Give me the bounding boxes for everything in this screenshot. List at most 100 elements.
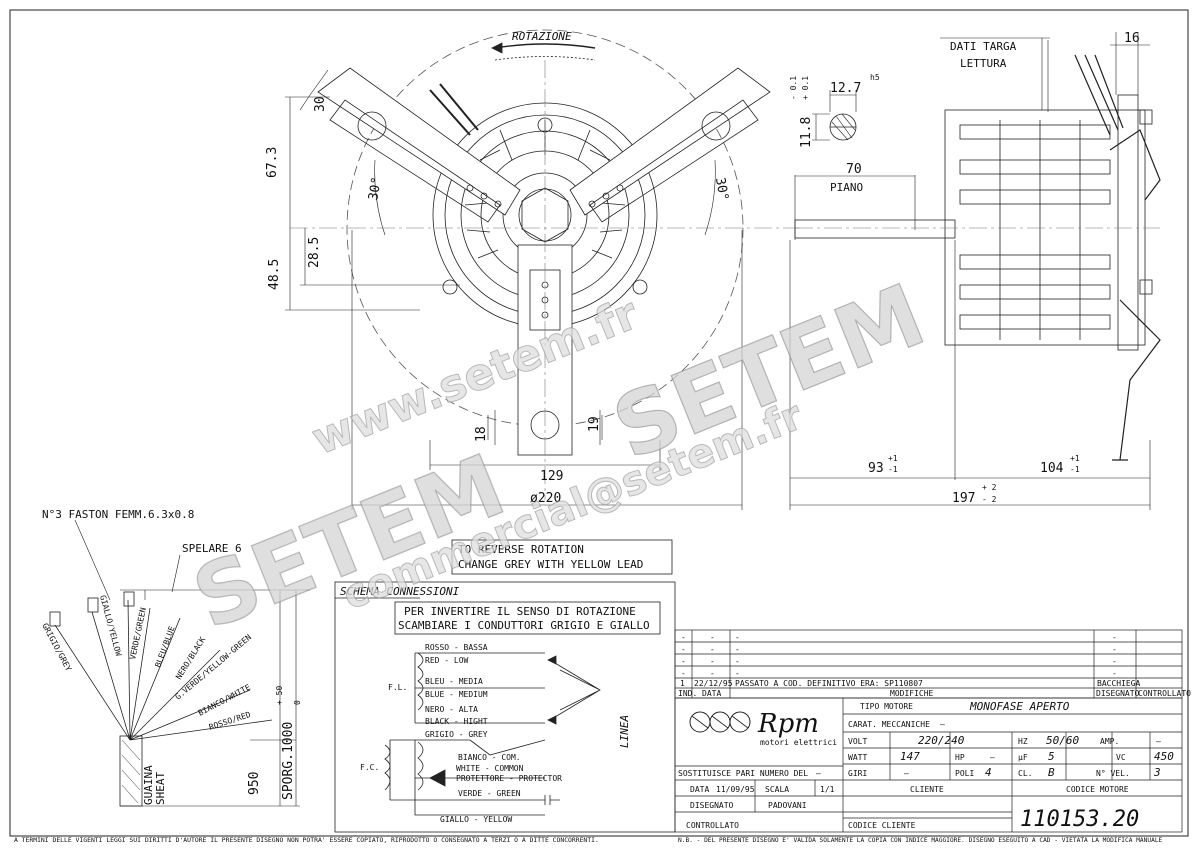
reverse-note: TO REVERSE ROTATION CHANGE GREY WITH YEL… xyxy=(451,539,673,575)
hz-value: 50/60 xyxy=(1046,734,1079,747)
hp-value: — xyxy=(990,753,995,762)
rev-row4-dis: - xyxy=(1112,669,1117,678)
rev-header-disegnato: DISEGNATO xyxy=(1096,689,1140,698)
wire-label-yellow: GIALLO/YELLOW xyxy=(98,594,123,657)
dim-197-tol-plus: + 2 xyxy=(982,483,997,492)
dim-197: 197 xyxy=(952,491,975,506)
scala-label: SCALA xyxy=(765,785,789,794)
hp-label: HP xyxy=(955,753,965,762)
watt-label: WATT xyxy=(848,753,867,762)
rotation-arrow xyxy=(494,43,596,49)
logo-subtitle: motori elettrici xyxy=(760,738,837,747)
side-view-labels: DATI TARGA LETTURA 16 93 +1 -1 104 +1 -1… xyxy=(868,31,1140,506)
dim-19: 19 xyxy=(587,416,602,432)
schema-note-line2: SCAMBIARE I CONDUTTORI GRIGIO E GIALLO xyxy=(398,619,650,632)
rev-row1-dis: - xyxy=(1112,633,1117,642)
cl-value: B xyxy=(1048,766,1055,779)
bracket-right xyxy=(569,67,771,223)
front-view-labels: ROTAZIONE 30 67.3 28.5 48.5 30° 30° 18 1… xyxy=(265,30,731,506)
dim-950: 950 xyxy=(247,772,262,795)
data-label: DATA xyxy=(690,785,709,794)
tipo-motore-label: TIPO MOTORE xyxy=(860,702,913,711)
rev-row4-desc: - xyxy=(735,669,740,678)
rev-row3-dis: - xyxy=(1112,657,1117,666)
sheet-border xyxy=(9,9,1189,837)
amp-label: AMP. xyxy=(1100,737,1119,746)
rev-row1-num: - xyxy=(681,633,686,642)
guaina-label: GUAINA xyxy=(142,765,155,805)
volt-value: 220/240 xyxy=(918,734,965,747)
bolt-left xyxy=(442,279,458,295)
giri-label: GIRI xyxy=(848,769,867,778)
schema-lines xyxy=(384,652,601,816)
schema-note-line1: PER INVERTIRE IL SENSO DI ROTAZIONE xyxy=(404,605,636,618)
rev-row3-desc: - xyxy=(735,657,740,666)
wire-fan xyxy=(54,599,273,741)
footer-copyright: A TERMINI DELLE VIGENTI LEGGI SUI DIRITT… xyxy=(14,836,599,844)
shaft-tol-minus: - 0.1 xyxy=(789,76,798,100)
schema-wire-white-en: WHITE - COMMON xyxy=(456,764,524,773)
sostituisce-value: — xyxy=(816,769,821,778)
watt-value: 147 xyxy=(900,750,920,763)
rev-header-ind: IND. xyxy=(678,689,697,698)
disegnato-value: PADOVANI xyxy=(768,801,807,810)
dim-93-tol-plus: +1 xyxy=(888,454,898,463)
schema-wire-blue-it: BLEU - MEDIA xyxy=(425,677,483,686)
dim-18: 18 xyxy=(474,426,489,442)
data-value: 11/09/95 xyxy=(716,785,755,794)
footer-note: N.B. - DEL PRESENTE DISEGNO E' VALIDA SO… xyxy=(678,837,1163,844)
dati-targa-label: DATI TARGA xyxy=(950,40,1017,53)
rev-row3-date: - xyxy=(710,657,715,666)
bolt-right xyxy=(632,279,648,295)
spelare-label: SPELARE 6 xyxy=(182,542,242,555)
rev-row1-date: - xyxy=(710,633,715,642)
rotation-label: ROTAZIONE xyxy=(512,30,572,43)
wire-label-green: VERDE/GREEN xyxy=(128,607,148,661)
shaft-flat: 11.8 xyxy=(799,117,814,148)
revisions-table: - - - - - - - - - - - - - - - - 1 22/12/… xyxy=(674,629,1191,699)
front-bottom-dims xyxy=(351,230,743,510)
rev-header-data: DATA xyxy=(702,689,721,698)
dim-16: 16 xyxy=(1124,31,1140,46)
rpm-logo: Rpm motori elettrici xyxy=(689,709,837,747)
lead-wires xyxy=(49,519,310,807)
piano-label: PIANO xyxy=(830,181,863,194)
schema-linea-label: LINEA xyxy=(618,715,631,748)
front-dim-lines xyxy=(285,96,460,311)
dim-93-tol-minus: -1 xyxy=(888,465,898,474)
shaft-length: 70 xyxy=(846,162,862,177)
controllato-label: CONTROLLATO xyxy=(686,821,739,830)
cable-bundle xyxy=(429,83,479,136)
rev-row5-desc: PASSATO A COD. DEFINITIVO ERA: SP110807 xyxy=(735,679,923,688)
codice-motore-value: 110153.20 xyxy=(1020,807,1139,832)
vc-label: VC xyxy=(1116,753,1126,762)
rev-row5-num: 1 xyxy=(680,679,685,688)
wiring-schema: SCHEMA CONNESSIONI PER INVERTIRE IL SENS… xyxy=(334,581,676,833)
dim-197-tol-minus: - 2 xyxy=(982,495,997,504)
hz-label: HZ xyxy=(1018,737,1028,746)
shaft-detail-labels: - 0.1 + 0.1 12.7 h5 11.8 70 PIANO xyxy=(789,73,880,194)
schema-fl-label: F.L. xyxy=(388,683,407,692)
rev-row2-num: - xyxy=(681,645,686,654)
codice-cliente-label: CODICE CLIENTE xyxy=(848,821,916,830)
amp-value: — xyxy=(1156,737,1161,746)
cliente-label: CLIENTE xyxy=(910,785,944,794)
title-block: Rpm motori elettrici TIPO MOTORE MONOFAS… xyxy=(674,697,1183,833)
dim-104: 104 xyxy=(1040,461,1064,476)
tipo-motore-value: MONOFASE APERTO xyxy=(969,700,1070,713)
rev-row4-num: - xyxy=(681,669,686,678)
wire-label-blue: BLEU/BLUE xyxy=(153,625,176,669)
motor-body-side xyxy=(944,109,1146,346)
carat-value: — xyxy=(940,720,945,729)
center-lines xyxy=(290,60,800,500)
sporg-label: SPORG.1000 xyxy=(281,722,296,800)
lettura-label: LETTURA xyxy=(960,57,1007,70)
rev-header-modifiche: MODIFICHE xyxy=(890,689,934,698)
side-bracket xyxy=(1109,129,1161,461)
scala-value: 1/1 xyxy=(820,785,835,794)
dim-48-5: 48.5 xyxy=(267,259,282,290)
rev-header-controllato: CONTROLLATO xyxy=(1138,689,1191,698)
cl-label: CL. xyxy=(1018,769,1032,778)
